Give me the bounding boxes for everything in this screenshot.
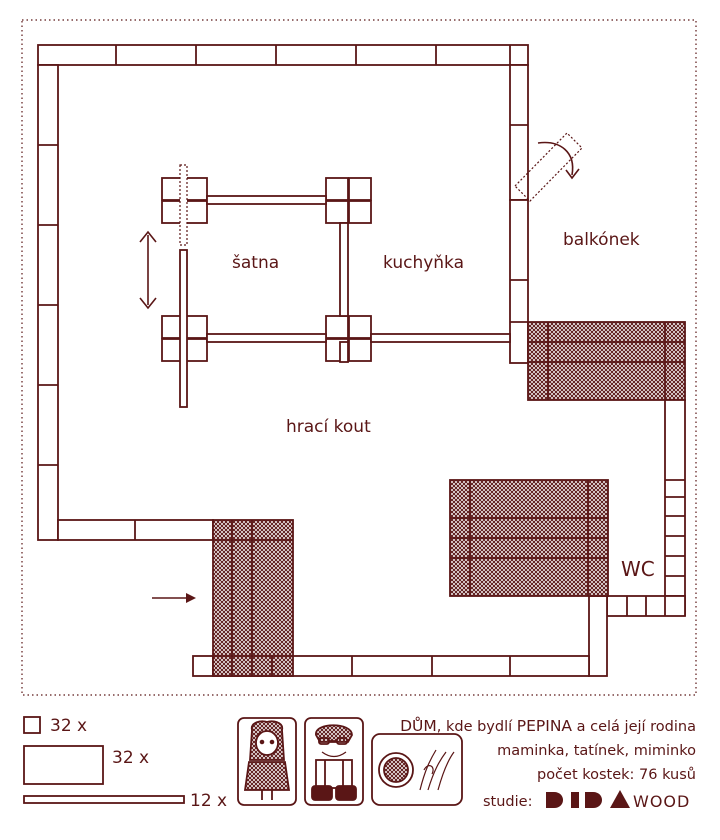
room-label-hraci-kout: hrací kout: [286, 417, 371, 437]
info-title: DŮM, kde bydlí PEPINA a celá její rodina: [400, 716, 696, 735]
room-label-kuchynka: kuchyňka: [383, 253, 464, 273]
entrance-arrowhead: [186, 593, 196, 603]
legend-plank-icon: [23, 795, 185, 804]
wardrobe-move-arrowhead-bottom: [139, 297, 157, 310]
right-wall-upper: [509, 64, 529, 364]
character-pepina-icon: [237, 717, 297, 806]
inner-bottom-wall: [57, 519, 214, 541]
info-suffix: a celá její rodina: [572, 719, 696, 735]
character-baby-icon: [371, 733, 463, 806]
right-wall-lower: [664, 399, 686, 616]
wc-bottom-wall: [606, 595, 686, 617]
wc-hatched-block: [449, 479, 609, 597]
info-name: PEPINA: [517, 717, 573, 735]
door-swing-arrowhead: [565, 168, 580, 180]
info-family: maminka, tatínek, miminko: [497, 743, 696, 759]
info-studio-prefix: studie:: [483, 794, 532, 810]
room-label-satna: šatna: [232, 253, 279, 273]
info-block-count: počet kostek: 76 kusů: [537, 767, 696, 783]
dida-logo: [546, 790, 630, 808]
room-label-wc: WC: [621, 557, 655, 581]
room-label-balkonek: balkónek: [563, 230, 640, 250]
legend-small-block-count: 32 x: [50, 716, 87, 736]
brand-wood: WOOD: [633, 792, 690, 811]
info-house: DŮM: [400, 716, 437, 735]
wc-left-wall: [588, 595, 608, 677]
wardrobe-kitchen-frame: [161, 164, 511, 408]
character-father-icon: [304, 717, 364, 806]
top-wall: [37, 44, 529, 66]
entrance-hatched-block: [212, 519, 294, 677]
legend-small-block-icon: [23, 716, 41, 734]
balcony-hatched-block: [527, 321, 686, 401]
legend-large-block-icon: [23, 745, 104, 785]
left-wall: [37, 64, 59, 541]
info-mid: , kde bydlí: [437, 719, 517, 735]
balcony-door: [514, 132, 583, 202]
wardrobe-move-arrowhead-top: [139, 230, 157, 243]
legend-plank-count: 12 x: [190, 791, 227, 811]
legend-large-block-count: 32 x: [112, 748, 149, 768]
door-swing-arrow: [537, 141, 574, 176]
